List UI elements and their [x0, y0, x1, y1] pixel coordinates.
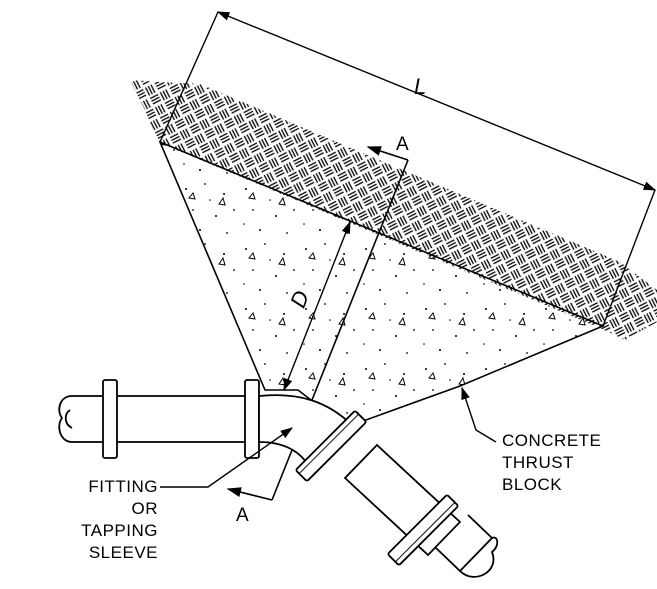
section-label-bottom: A: [236, 505, 250, 526]
thrust-block-callout: CONCRETE THRUST BLOCK: [502, 430, 601, 496]
left-pipe: [58, 379, 260, 459]
fitting-callout: FITTING OR TAPPING SLEEVE: [60, 476, 158, 564]
depth-dimension: [283, 220, 351, 392]
callout-line: SLEEVE: [88, 543, 158, 562]
callout-leaders: [160, 386, 497, 488]
callout-line: THRUST: [502, 453, 574, 472]
callout-line: TAPPING: [81, 521, 158, 540]
right-pipe: [295, 410, 499, 578]
callout-line: BLOCK: [502, 475, 563, 494]
length-label: L: [414, 74, 427, 99]
callout-line: CONCRETE: [502, 431, 602, 450]
length-dimension: [159, 11, 657, 327]
callout-line: FITTING OR: [88, 477, 158, 518]
section-label-top: A: [396, 134, 410, 155]
